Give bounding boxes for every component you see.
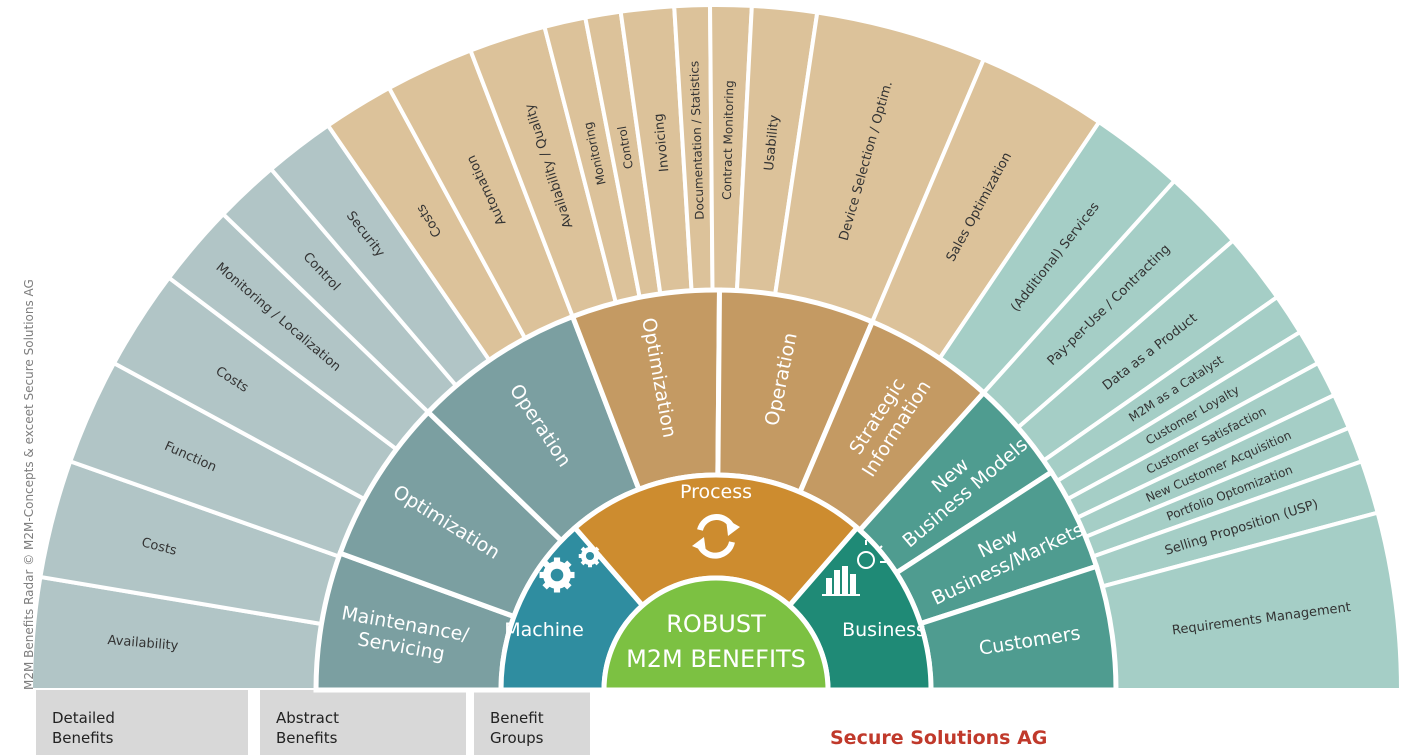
group-label-process: Process: [680, 481, 752, 503]
group-label-business: Business: [842, 619, 926, 641]
legend-tab-detailed-benefits: Detailed Benefits: [36, 690, 248, 755]
detailed-benefit-label: Contract Monitoring: [720, 80, 737, 200]
gear-icon: [578, 544, 602, 568]
gears-icon: [539, 544, 602, 593]
group-label-machine: Machine: [504, 619, 584, 641]
detailed-benefit-label: Documentation / Statistics: [687, 61, 707, 220]
detailed-benefit-label: Invoicing: [652, 113, 673, 173]
bar-chart-bulb-icon: [822, 540, 886, 596]
detailed-benefits-ring: [28, 3, 1404, 755]
detailed-benefit-label: Usability: [762, 114, 783, 172]
center-hub: ROBUST M2M BENEFITS: [601, 575, 831, 693]
center-title-line-2: M2M BENEFITS: [626, 645, 806, 673]
cycle-arrows-icon: [692, 514, 740, 559]
legend-tab-background: [36, 690, 248, 755]
gear-icon: [539, 557, 575, 593]
abstract-benefit-label: Products: [0, 0, 41, 12]
copyright-note: M2M Benefits Radar © M2M-Concepts & exce…: [22, 279, 36, 690]
legend-tab-abstract-benefits: Abstract Benefits: [260, 690, 466, 755]
company-name: Secure Solutions AG: [830, 727, 1048, 749]
tab-line-1: Detailed: [52, 709, 115, 727]
legend-tab-benefit-groups: Benefit Groups: [474, 690, 590, 755]
legend-tab-background: [474, 690, 590, 755]
detailed-benefit-label: Availability: [107, 633, 179, 654]
tab-line-2: Benefits: [52, 729, 114, 747]
center-hub-shape: [601, 575, 831, 693]
center-title-line-1: ROBUST: [666, 610, 766, 638]
tab-line-1: Benefit: [490, 709, 544, 727]
legend-tab-background: [260, 690, 466, 755]
tab-line-1: Abstract: [276, 709, 339, 727]
tab-line-2: Groups: [490, 729, 544, 747]
tab-line-2: Benefits: [276, 729, 338, 747]
